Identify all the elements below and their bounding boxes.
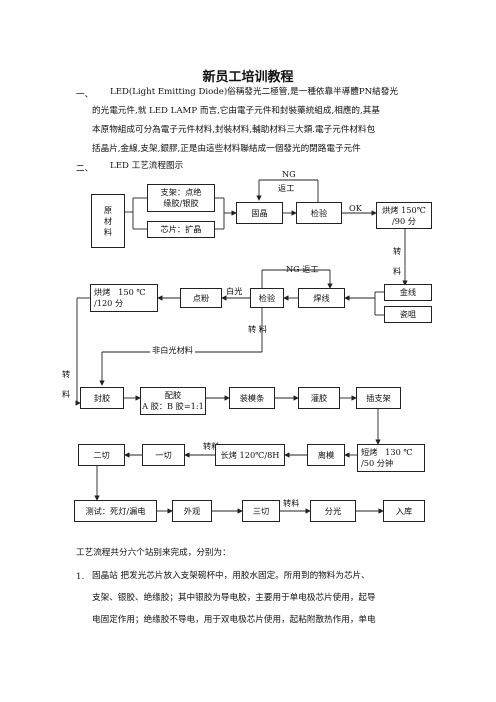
- transfer-label: 转 料: [248, 324, 267, 334]
- die-bond-label: 固晶: [251, 207, 268, 218]
- encapsulate-box: 封胶: [80, 387, 124, 409]
- paragraph-line: 支架、银胶、绝缘胶；其中银胶为导电胶，主要用于单电极芯片使用，起导: [92, 593, 376, 603]
- paragraph-line: 本原物組成可分為電子元件材料,封裝材料,輔助材料三大類.電子元件材料包: [92, 125, 376, 135]
- mold-strip-label: 装模条: [239, 392, 265, 403]
- dispense-box: 点粉: [180, 288, 222, 308]
- second-cut-box: 二切: [78, 444, 125, 466]
- long-bake-box: 长烤 120℃/8H: [215, 444, 285, 466]
- paragraph-line: 的光電元件,就 LED LAMP 而言,它由電子元件和封裝藥統組成,相應的,其基: [92, 106, 380, 116]
- mix-glue-box: 配胶 A 胶：B 胶=1:1: [140, 387, 206, 415]
- chip-expand-box: 芯片：扩晶: [147, 221, 215, 238]
- storage-label: 入库: [395, 505, 413, 516]
- third-cut-label: 三切: [252, 505, 270, 516]
- dispense-label: 点粉: [192, 292, 210, 303]
- paragraph-line: 电固定作用；绝缘胶不导电，用于双电极芯片使用，起粘附散热作用，单电: [92, 615, 376, 625]
- section-number: 二、: [76, 164, 94, 174]
- porcelain-box: 瓷咀: [384, 306, 432, 323]
- raw-material-label: 原 材 料: [103, 204, 113, 237]
- gold-wire-label: 金线: [399, 287, 417, 297]
- paragraph-line: LED(Light Emitting Diode)俗稱發光二極管,是一種依靠半導…: [110, 87, 398, 97]
- paragraph-line: 括晶片,金線,支架,銀膠,正是由這些材料聯結成一個發光的閉路電子元件: [92, 144, 361, 154]
- short-bake-label: 短烤 130 ℃ /50 分钟: [361, 447, 413, 468]
- long-bake-label: 长烤 120℃/8H: [220, 449, 280, 460]
- first-cut-box: 一切: [142, 444, 185, 466]
- ok-label: OK: [349, 203, 362, 213]
- pour-glue-box: 灌胶: [298, 387, 340, 409]
- paragraph-line: 固晶站 把发光芯片放入支架碗杯中，用胶水固定。所用到的物料为芯片、: [92, 571, 370, 581]
- insert-bracket-label: 插支架: [366, 392, 391, 403]
- bake-120-label: 烘烤 150 ℃ /120 分: [94, 287, 146, 308]
- page-title: 新员工培训教程: [202, 70, 294, 85]
- pour-glue-label: 灌胶: [310, 392, 328, 403]
- test-box: 测试：死灯/漏电: [74, 500, 157, 522]
- section-heading: LED 工艺流程图示: [110, 161, 184, 171]
- inspect2-box: 检验: [250, 288, 284, 308]
- bracket-glue-label: 支架：点绝 缘胶/银胶: [160, 187, 202, 208]
- storage-box: 入库: [383, 500, 425, 522]
- appearance-label: 外观: [183, 505, 201, 516]
- second-cut-label: 二切: [93, 449, 110, 460]
- bake-150-box: 烘烤 150℃ /90 分: [376, 202, 432, 229]
- ng-rework-label: NG 返工: [286, 264, 319, 274]
- transfer-label: 转料: [203, 441, 220, 451]
- mix-glue-label: 配胶 A 胶：B 胶=1:1: [142, 390, 204, 411]
- first-cut-label: 一切: [155, 449, 172, 460]
- test-label: 测试：死灯/漏电: [85, 505, 146, 516]
- rework-label: 返工: [278, 183, 295, 193]
- demold-box: 离模: [307, 444, 345, 466]
- ng-label: NG: [282, 169, 296, 179]
- transfer-label: 转 料: [393, 246, 402, 276]
- short-bake-box: 短烤 130 ℃ /50 分钟: [357, 444, 425, 472]
- bake-150-label: 烘烤 150℃ /90 分: [382, 204, 426, 226]
- transfer-label: 转 料: [62, 369, 71, 399]
- third-cut-box: 三切: [242, 500, 280, 522]
- sorting-label: 分光: [324, 505, 342, 516]
- white-light-label: 白光: [226, 286, 243, 296]
- gold-wire-box: 金线: [384, 284, 432, 301]
- chip-expand-label: 芯片：扩晶: [160, 224, 202, 234]
- appearance-box: 外观: [172, 500, 212, 522]
- wire-bond-label: 焊线: [313, 292, 330, 303]
- inspect2-label: 检验: [258, 292, 276, 303]
- inspect-label: 检验: [310, 207, 328, 218]
- encapsulate-label: 封胶: [93, 392, 111, 403]
- section-number: 一、: [76, 90, 94, 100]
- sorting-box: 分光: [310, 500, 356, 522]
- bracket-glue-box: 支架：点绝 缘胶/银胶: [147, 184, 215, 212]
- non-white-label: 非白光材料: [150, 344, 195, 356]
- bake-120-box: 烘烤 150 ℃ /120 分: [90, 284, 158, 312]
- summary-line: 工艺流程共分六个站别来完成，分别为：: [76, 548, 231, 558]
- demold-label: 离模: [317, 449, 335, 460]
- die-bond-box: 固晶: [236, 202, 283, 224]
- transfer-label: 转料: [283, 498, 300, 508]
- wire-bond-box: 焊线: [298, 288, 345, 308]
- insert-bracket-box: 插支架: [356, 387, 401, 409]
- porcelain-label: 瓷咀: [399, 309, 417, 319]
- mold-strip-box: 装模条: [229, 387, 275, 409]
- item-number: 1.: [76, 572, 85, 582]
- raw-material-box: 原 材 料: [91, 194, 125, 248]
- inspect-box: 检验: [296, 202, 342, 224]
